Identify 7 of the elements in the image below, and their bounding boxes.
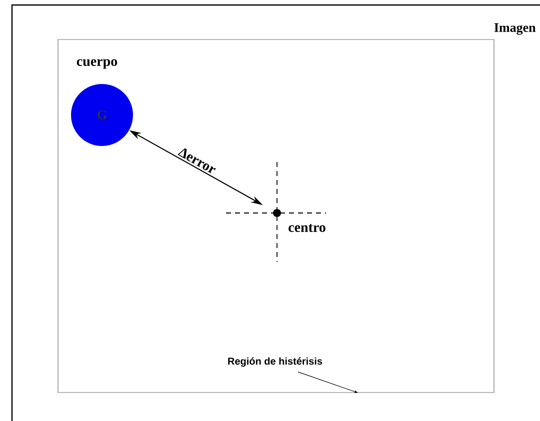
region-rectangle (58, 39, 494, 393)
region-label: Región de histérisis (228, 357, 322, 367)
center-label: centro (288, 224, 326, 232)
frame-title: Imagen (494, 23, 536, 35)
body-label: cuerpo (76, 59, 118, 69)
image-frame (11, 4, 540, 421)
center-dot (273, 209, 281, 217)
